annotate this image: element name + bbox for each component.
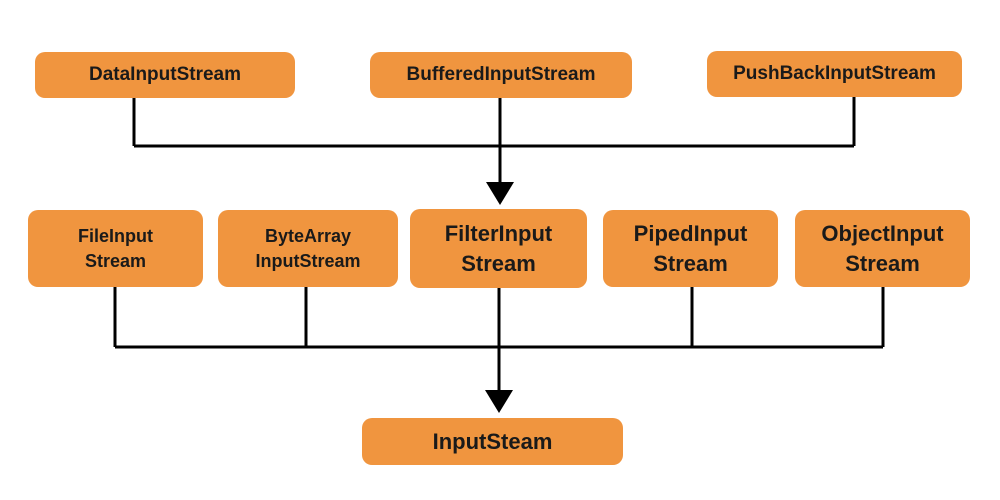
bottom-connector-lines	[113, 287, 885, 391]
top-connector-group	[132, 97, 856, 184]
node-label: FileInput Stream	[78, 226, 153, 271]
node-label: ByteArray InputStream	[255, 226, 361, 271]
node-label: ObjectInput Stream	[821, 220, 944, 276]
bottom-arrowhead-icon	[485, 390, 513, 413]
top-arrowhead-icon	[486, 182, 514, 205]
bottom-connector-group	[113, 287, 885, 391]
node-byte-array-input-stream: ByteArray InputStream	[218, 210, 398, 287]
node-filter-input-stream: FilterInput Stream	[410, 209, 587, 288]
node-piped-input-stream: PipedInput Stream	[603, 210, 778, 287]
node-buffered-input-stream: BufferedInputStream	[370, 52, 632, 98]
top-connector-lines	[132, 97, 856, 184]
node-label: PipedInput Stream	[633, 220, 748, 276]
node-label: DataInputStream	[88, 64, 242, 86]
node-label: InputSteam	[432, 428, 553, 454]
node-label: BufferedInputStream	[406, 64, 596, 86]
node-data-input-stream: DataInputStream	[35, 52, 295, 98]
node-input-steam: InputSteam	[362, 418, 623, 465]
node-push-back-input-stream: PushBackInputStream	[707, 51, 962, 97]
node-label: FilterInput Stream	[444, 220, 553, 276]
node-file-input-stream: FileInput Stream	[28, 210, 203, 287]
node-label: PushBackInputStream	[733, 63, 936, 85]
node-object-input-stream: ObjectInput Stream	[795, 210, 970, 287]
